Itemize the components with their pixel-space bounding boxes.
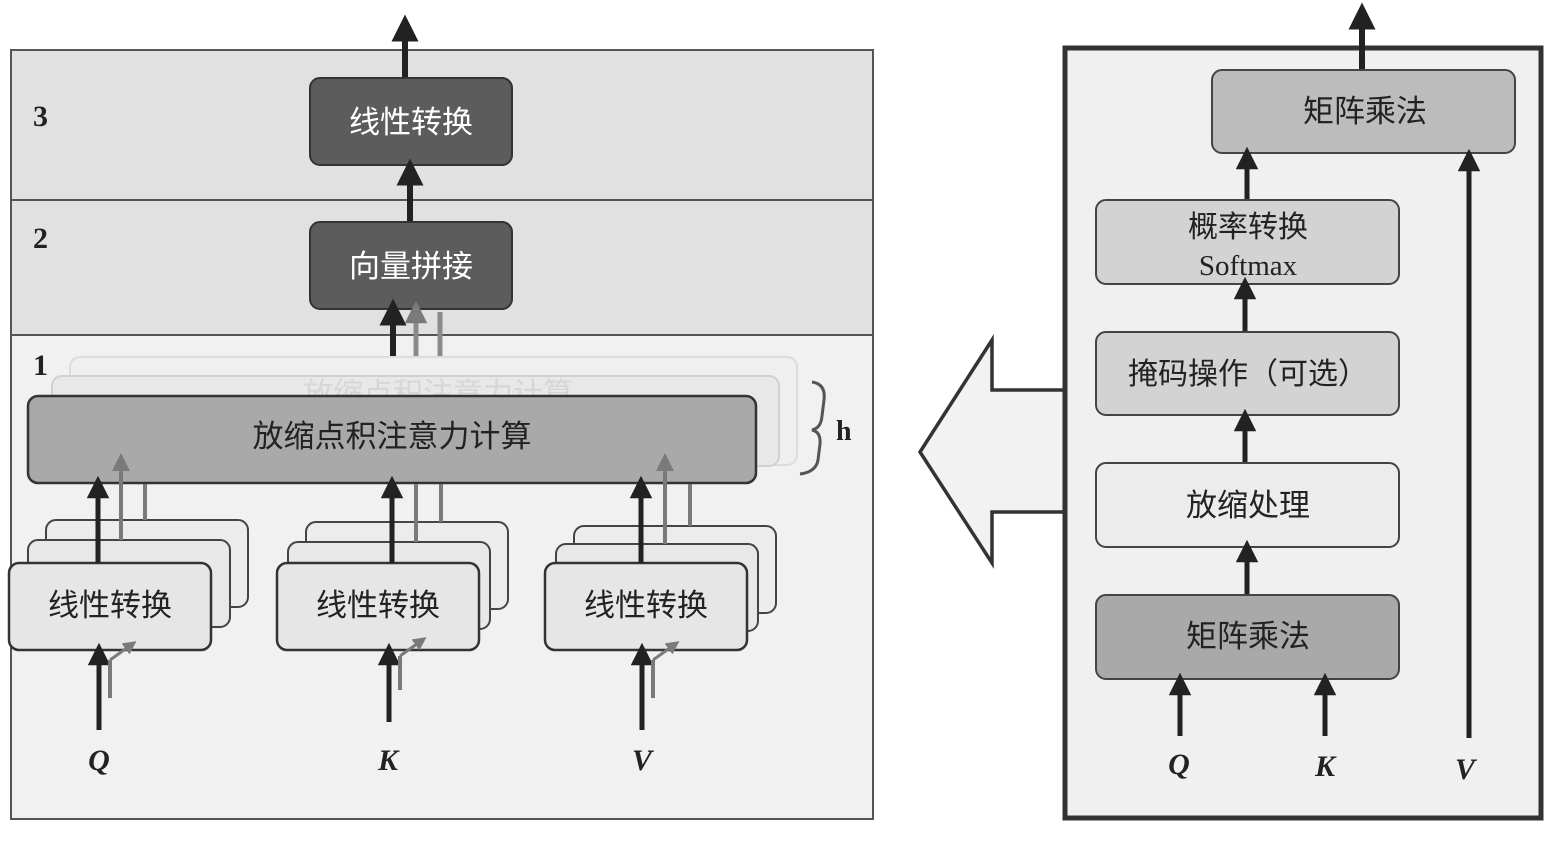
input-label-k: K	[377, 744, 400, 777]
scale-label: 放缩处理	[1186, 488, 1310, 524]
matmul-box	[1095, 594, 1400, 680]
linear-box-k-label: 线性转换	[316, 588, 440, 624]
arrow-v-input-diag	[652, 641, 680, 662]
right-panel: 矩阵乘法 概率转换 Softmax 掩码操作（可选） 放缩处理 矩阵乘法 Q K…	[1062, 2, 1544, 821]
layer-2-number: 2	[33, 222, 48, 255]
right-input-v: V	[1455, 753, 1478, 786]
arrow-q-input-diag	[109, 641, 137, 662]
matmul-label: 矩阵乘法	[1186, 619, 1310, 655]
mask-label: 掩码操作（可选）	[1128, 357, 1368, 392]
linear-group-k: 线性转换 K	[275, 475, 509, 777]
softmax-label-en: Softmax	[1199, 250, 1298, 282]
expansion-arrow	[917, 334, 1068, 569]
final-matmul-label: 矩阵乘法	[1303, 94, 1427, 130]
layer-1-number: 1	[33, 349, 48, 382]
attention-label: 放缩点积注意力计算	[253, 419, 532, 455]
layer-3-number: 3	[33, 100, 48, 133]
heads-brace	[799, 380, 826, 476]
linear-box-v-label: 线性转换	[584, 588, 708, 624]
left-panel: 3 2 1 线性转换 向量拼接 放缩点积注意力计算 放缩点积注意力计算 h	[7, 14, 874, 820]
heads-label: h	[836, 416, 852, 447]
linear-group-v: 线性转换 V	[543, 453, 777, 777]
concat-label: 向量拼接	[349, 249, 473, 285]
right-input-k: K	[1314, 750, 1337, 783]
arrow-k-input-diag	[399, 637, 427, 658]
input-label-q: Q	[88, 744, 110, 777]
softmax-label-cn: 概率转换	[1188, 210, 1308, 245]
right-panel-frame	[1062, 45, 1544, 821]
linear-group-q: 线性转换 Q	[7, 453, 249, 777]
final-matmul-box	[1211, 69, 1516, 154]
right-input-q: Q	[1168, 748, 1190, 781]
linear-transform-output-label: 线性转换	[349, 105, 473, 141]
input-label-v: V	[632, 744, 655, 777]
linear-box-q-label: 线性转换	[48, 588, 172, 624]
